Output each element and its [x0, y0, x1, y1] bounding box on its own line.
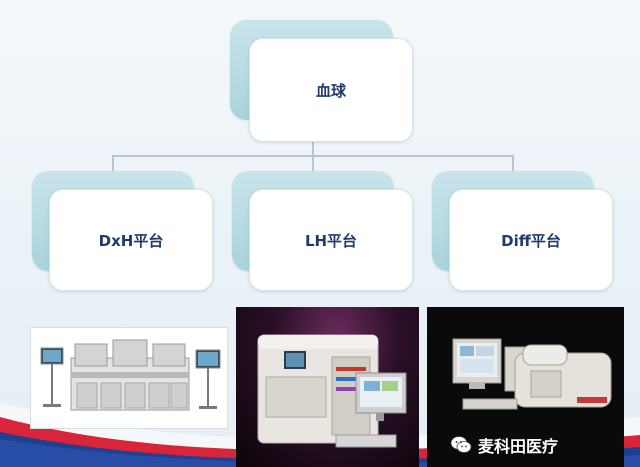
- connector-root-down: [312, 140, 314, 156]
- photo-dxh-analyzer: [30, 327, 228, 429]
- connector-mid-down: [312, 155, 314, 172]
- connector-right-down: [512, 155, 514, 172]
- connector-left-down: [112, 155, 114, 172]
- child-node-dxh-label: DxH平台: [98, 231, 164, 250]
- photo-lh-analyzer: [236, 307, 419, 467]
- wechat-icon: [450, 434, 472, 456]
- child-node-lh-label: LH平台: [304, 231, 358, 250]
- child-node-dxh: DxH平台: [49, 189, 213, 291]
- root-node: 血球: [249, 38, 413, 142]
- child-node-diff: Diff平台: [449, 189, 613, 291]
- watermark-text: 麦科田医疗: [478, 437, 559, 456]
- child-node-diff-label: Diff平台: [501, 231, 561, 250]
- child-node-lh: LH平台: [249, 189, 413, 291]
- root-node-label: 血球: [315, 81, 346, 100]
- watermark: 麦科田医疗: [450, 430, 640, 460]
